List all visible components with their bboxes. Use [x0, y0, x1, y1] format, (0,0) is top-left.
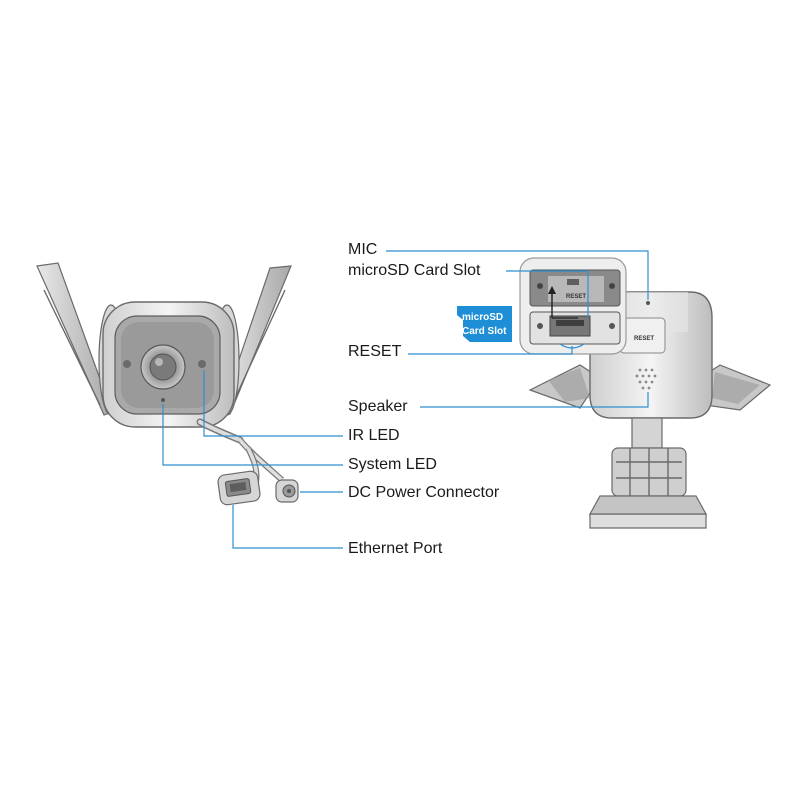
- label-ethernet-port: Ethernet Port: [348, 540, 443, 557]
- label-speaker: Speaker: [348, 398, 408, 415]
- ethernet-connector: [217, 470, 261, 506]
- svg-text:RESET: RESET: [634, 336, 654, 342]
- label-microsd-slot: microSD Card Slot: [348, 262, 481, 279]
- label-reset: RESET: [348, 343, 402, 360]
- system-led: [161, 398, 165, 402]
- port-zoom-inset: RESET: [519, 257, 627, 355]
- leader-lines: [162, 250, 649, 549]
- label-dc-power-connector: DC Power Connector: [348, 484, 500, 501]
- card-text-line1: microSD: [462, 312, 503, 323]
- ir-led-right: [198, 360, 206, 368]
- mic-hole: [646, 301, 650, 305]
- front-camera: [36, 262, 299, 506]
- ir-led-left: [123, 360, 131, 368]
- label-mic: MIC: [348, 241, 378, 258]
- microsd-card: microSD Card Slot: [457, 306, 512, 342]
- inset-reset-text: RESET: [566, 294, 586, 300]
- label-system-led: System LED: [348, 456, 437, 473]
- dc-connector: [275, 479, 299, 503]
- speaker-grill: [635, 368, 657, 390]
- card-text-line2: Card Slot: [462, 326, 507, 337]
- label-ir-led: IR LED: [348, 427, 400, 444]
